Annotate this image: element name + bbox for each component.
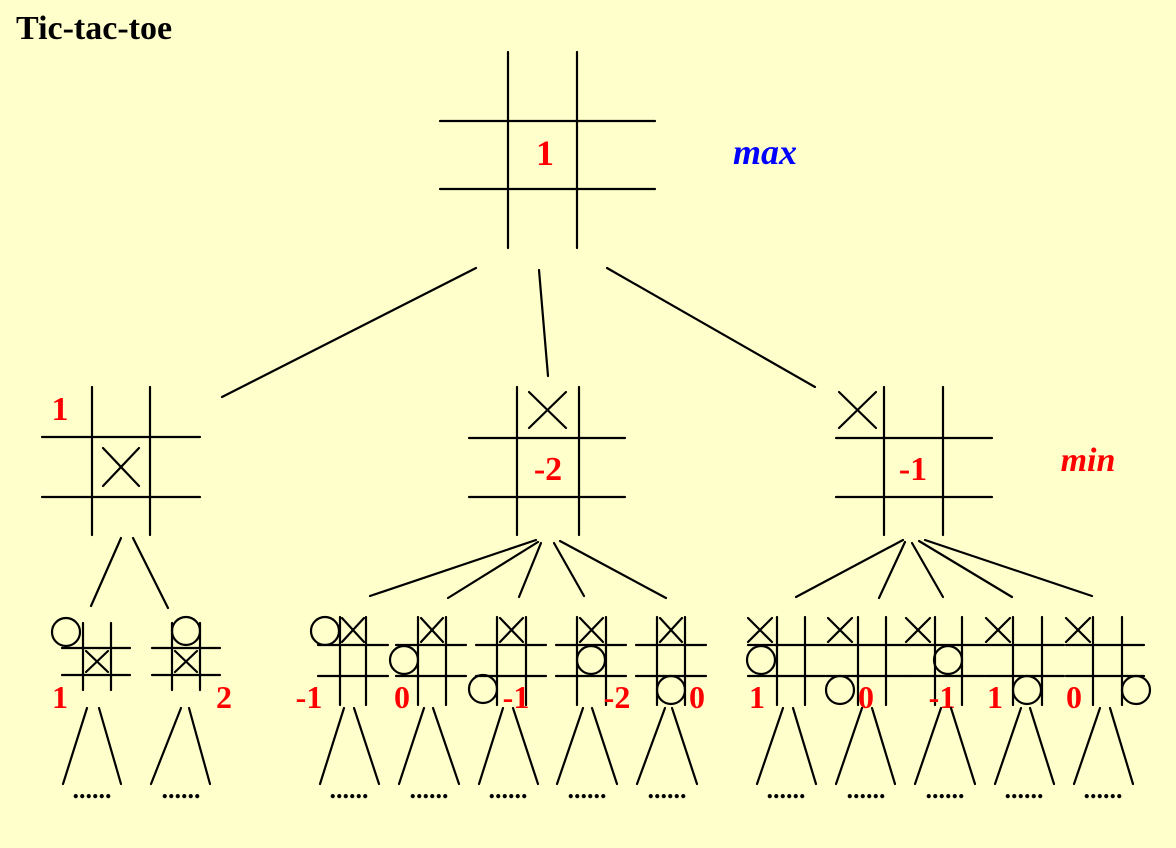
ellipsis: ...... — [847, 775, 886, 804]
level2-value-11: 1 — [987, 679, 1003, 715]
page-title: Tic-tac-toe — [16, 10, 173, 47]
level2-value-9: 0 — [858, 679, 874, 715]
root-edges — [220, 266, 817, 399]
ellipsis: ...... — [489, 775, 528, 804]
ellipsis-group: ...... ...... ...... ...... ...... .....… — [73, 775, 1123, 804]
level2-board-5 — [467, 615, 548, 707]
level2-board-9 — [824, 615, 908, 707]
level1-value-2: -2 — [534, 451, 562, 488]
level2-board-3 — [309, 615, 390, 707]
continuation-branches — [61, 706, 1135, 786]
ellipsis: ...... — [410, 775, 449, 804]
ellipsis: ...... — [648, 775, 687, 804]
ellipsis: ...... — [926, 775, 965, 804]
ellipsis: ...... — [162, 775, 201, 804]
level2-board-1 — [50, 616, 132, 692]
level1-edges — [89, 536, 1094, 610]
level2-board-10 — [904, 615, 987, 707]
level2-board-6 — [554, 615, 628, 707]
level2-value-6: -2 — [604, 679, 631, 715]
level2-board-12 — [1064, 615, 1152, 707]
level1-value-3: -1 — [899, 451, 927, 488]
x-mark — [101, 446, 141, 488]
level2-board-2 — [150, 615, 222, 692]
x-mark — [837, 390, 878, 430]
level2-board-11 — [984, 615, 1066, 707]
level1-value-1: 1 — [52, 391, 69, 428]
root-value: 1 — [536, 133, 554, 173]
ellipsis: ...... — [1084, 775, 1123, 804]
level1-board-2: -2 — [467, 385, 627, 537]
level2-value-7: 0 — [689, 679, 705, 715]
level2-value-2: 2 — [216, 679, 232, 715]
level2-board-4 — [388, 615, 468, 707]
level1-board-3: -1 — [834, 385, 994, 537]
level2-value-3: -1 — [296, 679, 323, 715]
root-board: 1 — [438, 50, 657, 250]
ellipsis: ...... — [1005, 775, 1044, 804]
ellipsis: ...... — [330, 775, 369, 804]
level2-value-8: 1 — [749, 679, 765, 715]
level2-value-5: -1 — [503, 679, 530, 715]
level2-value-1: 1 — [52, 679, 68, 715]
max-label: max — [733, 132, 797, 172]
ellipsis: ...... — [568, 775, 607, 804]
min-label: min — [1061, 442, 1116, 479]
level2-board-7 — [634, 615, 708, 707]
level2-board-8 — [745, 615, 827, 707]
ellipsis: ...... — [73, 775, 112, 804]
level1-board-1: 1 — [40, 385, 202, 537]
ellipsis: ...... — [767, 775, 806, 804]
x-mark — [527, 390, 568, 430]
level2-values: 1 2 -1 0 -1 -2 0 1 0 -1 1 0 — [52, 679, 1082, 715]
level2-value-4: 0 — [394, 679, 410, 715]
level2-value-12: 0 — [1066, 679, 1082, 715]
